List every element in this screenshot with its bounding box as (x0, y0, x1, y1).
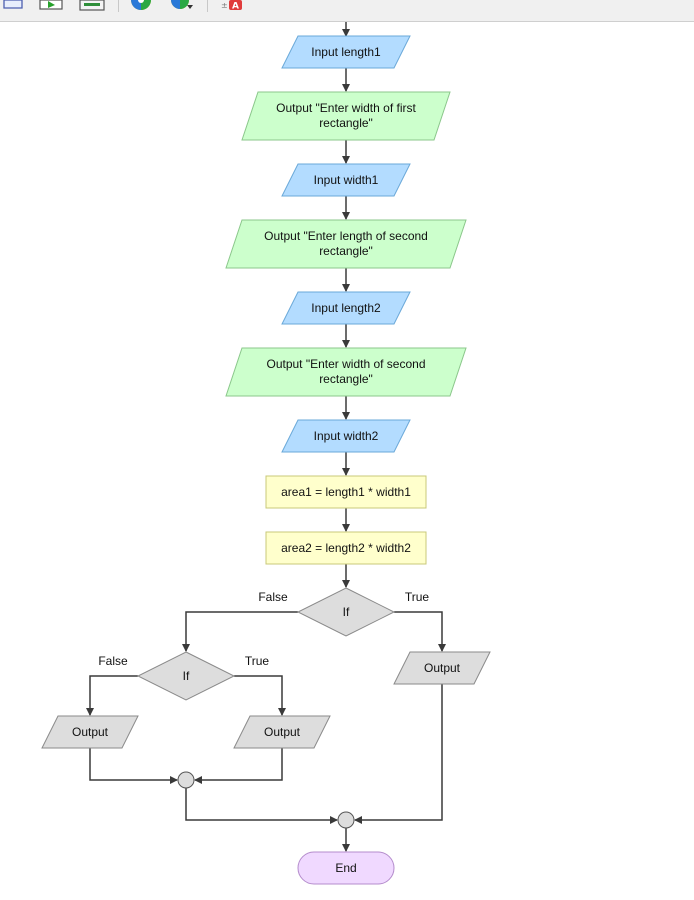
print-icon[interactable] (78, 0, 108, 12)
svg-text:±: ± (221, 1, 228, 10)
output-width2-text-line1: Output "Enter width of second (266, 357, 425, 371)
input-length2-node[interactable]: Input length2 (281, 291, 411, 325)
input-width1-node[interactable]: Input width1 (281, 163, 411, 197)
output-false-inner-text: Output (72, 725, 109, 739)
input-width2-node[interactable]: Input width2 (281, 419, 411, 453)
output-width2-node[interactable]: Output "Enter width of second rectangle" (225, 347, 467, 397)
if-inner-decision-node[interactable]: If (136, 651, 236, 701)
edge-if-inner-false (86, 675, 138, 716)
toolbar-separator (118, 0, 119, 12)
input-length1-node[interactable]: Input length1 (281, 35, 411, 69)
end-text: End (335, 861, 356, 875)
output-width2-text-line2: rectangle" (319, 372, 373, 386)
edge-output-true-inner-to-join (194, 748, 283, 784)
edge-if-outer-false (182, 611, 298, 652)
if-inner-text: If (183, 669, 190, 683)
end-terminal-node[interactable]: End (297, 851, 395, 885)
edge-if-outer-true (394, 611, 446, 652)
output-true-inner-text: Output (264, 725, 301, 739)
assign-area2-text: area2 = length2 * width2 (281, 541, 411, 555)
toolbar: ± A (0, 0, 694, 22)
output-width1-node[interactable]: Output "Enter width of first rectangle" (241, 91, 451, 141)
svg-text:A: A (232, 2, 239, 12)
outer-join-connector[interactable] (337, 811, 355, 829)
edge-inner-join-to-outer-join (185, 788, 338, 824)
color-wheel-icon[interactable] (127, 0, 155, 12)
edge-if-inner-true (234, 675, 286, 716)
input-length2-text: Input length2 (311, 301, 381, 315)
output-length2-text-line2: rectangle" (319, 244, 373, 258)
run-icon[interactable] (38, 0, 66, 12)
output-true-outer-text: Output (424, 661, 461, 675)
input-length1-text: Input length1 (311, 45, 381, 59)
text-font-icon[interactable]: ± A (218, 0, 248, 12)
output-width1-text-line1: Output "Enter width of first (276, 101, 416, 115)
edge-output-false-inner-to-join (89, 748, 178, 784)
inner-join-connector[interactable] (177, 771, 195, 789)
assign-area2-node[interactable]: area2 = length2 * width2 (265, 531, 427, 565)
input-width1-text: Input width1 (314, 173, 379, 187)
color-picker-icon[interactable] (167, 0, 197, 12)
if-outer-text: If (343, 605, 350, 619)
output-true-inner-node[interactable]: Output (233, 715, 331, 749)
shape-icon[interactable] (0, 0, 28, 12)
output-false-inner-node[interactable]: Output (41, 715, 139, 749)
output-true-outer-node[interactable]: Output (393, 651, 491, 685)
if-inner-false-label: False (98, 654, 128, 668)
output-length2-text-line1: Output "Enter length of second (264, 229, 428, 243)
if-inner-true-label: True (245, 654, 270, 668)
if-outer-decision-node[interactable]: If (296, 587, 396, 637)
input-width2-text: Input width2 (314, 429, 379, 443)
assign-area1-text: area1 = length1 * width1 (281, 485, 411, 499)
assign-area1-node[interactable]: area1 = length1 * width1 (265, 475, 427, 509)
if-outer-true-label: True (405, 590, 430, 604)
if-outer-false-label: False (258, 590, 288, 604)
toolbar-separator (207, 0, 208, 12)
edge-output-true-outer-to-join (354, 684, 443, 824)
output-length2-node[interactable]: Output "Enter length of second rectangle… (225, 219, 467, 269)
output-width1-text-line2: rectangle" (319, 116, 373, 130)
flowchart-edges (86, 22, 446, 852)
